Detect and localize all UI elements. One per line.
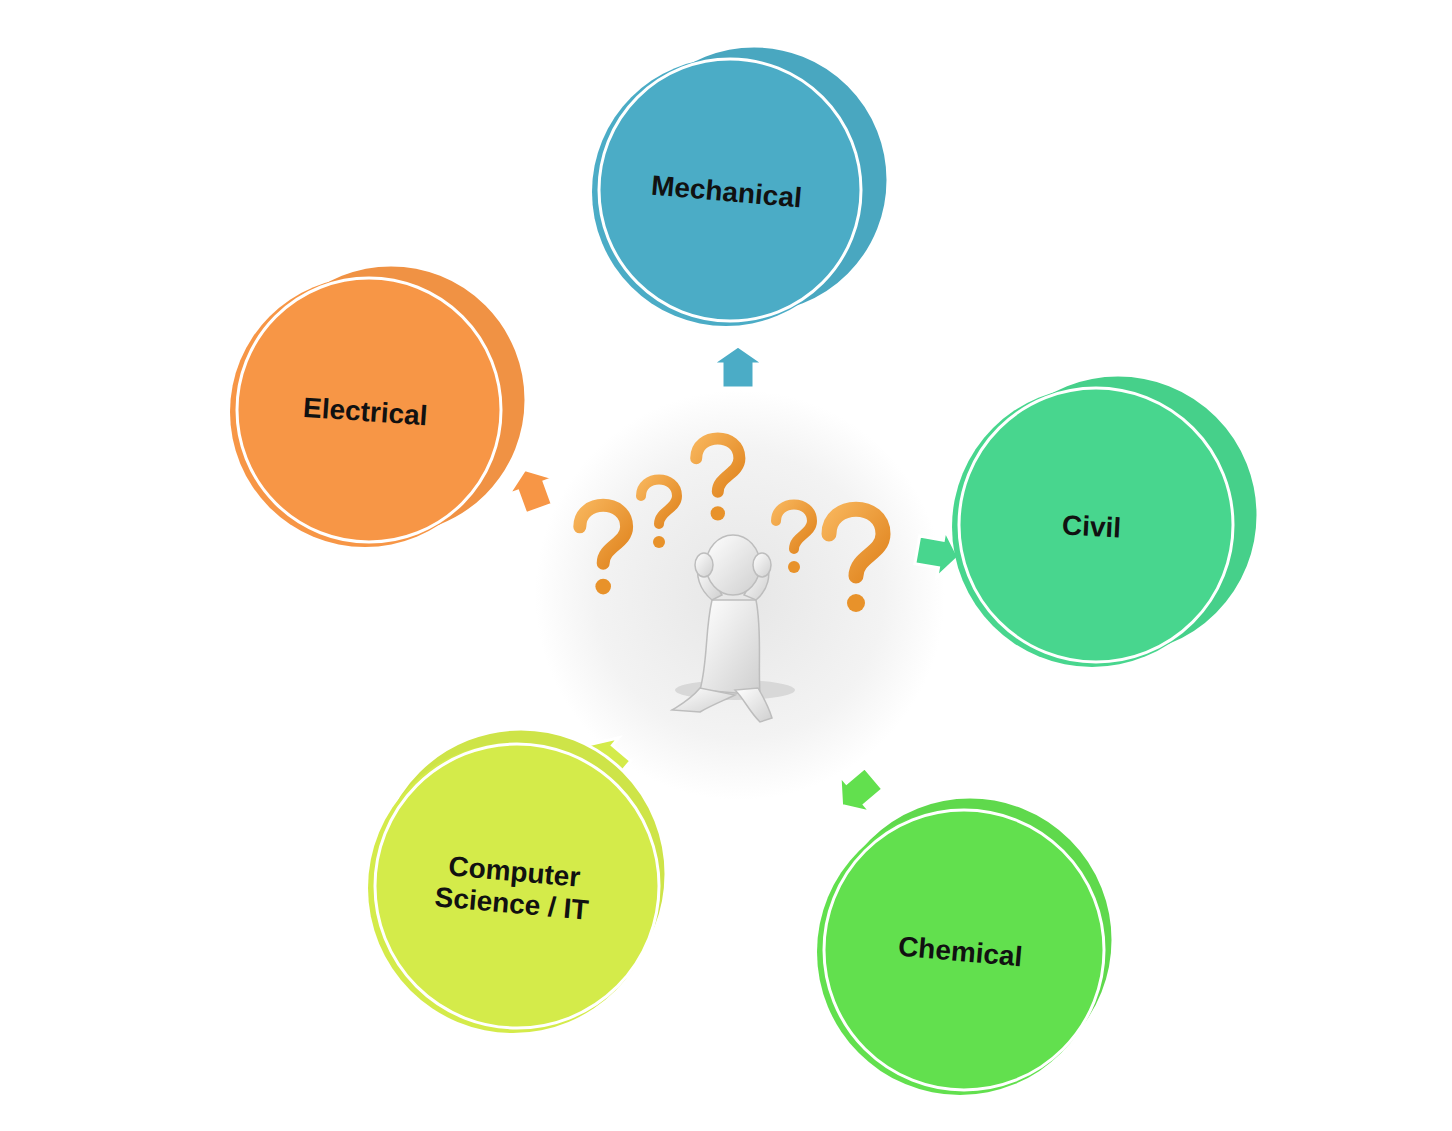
question-marks: [580, 438, 883, 612]
category-disc: Civil: [952, 387, 1232, 667]
category-disc: Chemical: [817, 809, 1103, 1095]
category-disc: Computer Science / IT: [368, 743, 658, 1033]
category-disc: Mechanical: [592, 58, 860, 326]
thinking-figure: [672, 535, 795, 722]
category-label: Civil: [1062, 509, 1123, 544]
arrow-mechanical: [712, 346, 764, 388]
arrow-electrical: [502, 461, 561, 517]
arrow-chemical: [826, 760, 889, 824]
glow-disc: [535, 390, 945, 800]
category-disc: Electrical: [230, 277, 500, 547]
